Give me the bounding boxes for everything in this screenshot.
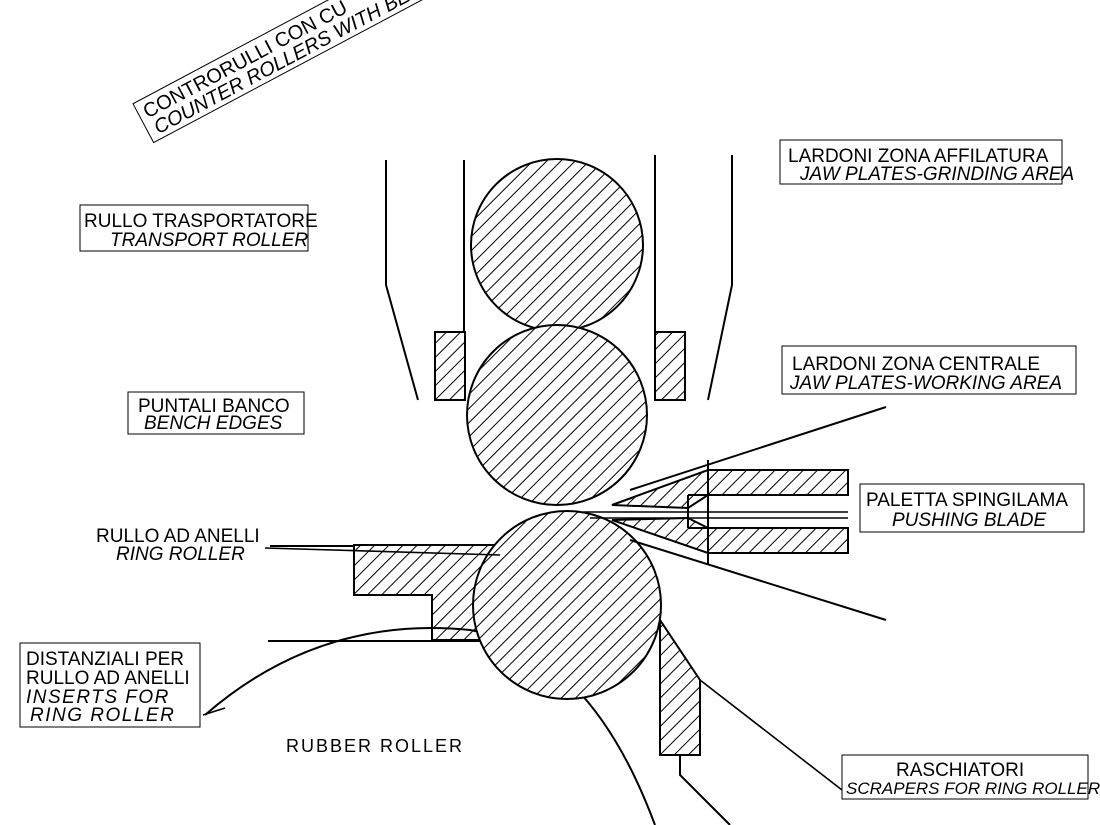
scraper — [659, 616, 701, 756]
jaw-working-upper-line — [629, 406, 887, 491]
jaw-grinding-it: LARDONI ZONA AFFILATURA — [788, 146, 1049, 167]
ring-roller-en: RING ROLLER — [116, 544, 245, 565]
left-bench-edge — [434, 331, 466, 401]
ring-roller — [472, 510, 662, 700]
inserts-leader — [202, 707, 226, 716]
right-jaw-plate — [707, 155, 733, 401]
left-jaw-plate — [385, 160, 419, 401]
bench-edges-it: PUNTALI BANCO — [138, 396, 290, 417]
counter-roller — [470, 158, 644, 332]
label-jaw-working: LARDONI ZONA CENTRALE JAW PLATES-WORKING… — [781, 345, 1077, 395]
inserts-it-2: RULLO AD ANELLI — [26, 668, 190, 689]
label-counter-rollers: CONTRORULLI CON CU COUNTER ROLLERS WITH … — [132, 0, 473, 144]
transport-roller-en: TRANSPORT ROLLER — [110, 230, 308, 251]
ring-roller-it: RULLO AD ANELLI — [96, 526, 260, 547]
inserts-it-1: DISTANZIALI PER — [26, 649, 184, 670]
pushing-blade-it: PALETTA SPINGILAMA — [866, 490, 1068, 511]
bench-edges-en: BENCH EDGES — [144, 413, 283, 434]
right-bench-edge — [654, 331, 686, 401]
machine-drawing — [202, 155, 887, 825]
scrapers-leader — [699, 679, 843, 791]
inserts-en-2: RING ROLLER — [30, 705, 175, 726]
label-scrapers: RASCHIATORI SCRAPERS FOR RING ROLLER — [841, 754, 1100, 800]
label-bench-edges: PUNTALI BANCO BENCH EDGES — [127, 391, 305, 435]
scrapers-it: RASCHIATORI — [896, 760, 1024, 781]
counter-rollers-it: CONTRORULLI CON CU — [140, 0, 351, 123]
jaw-working-en: JAW PLATES-WORKING AREA — [789, 373, 1062, 394]
label-pushing-blade: PALETTA SPINGILAMA PUSHING BLADE — [859, 483, 1085, 533]
jaw-working-lower-line — [629, 539, 887, 621]
label-inserts: DISTANZIALI PER RULLO AD ANELLI INSERTS … — [19, 642, 201, 728]
label-jaw-grinding: LARDONI ZONA AFFILATURA JAW PLATES-GRIND… — [779, 139, 1074, 185]
jaw-working-it: LARDONI ZONA CENTRALE — [792, 354, 1040, 375]
rubber-roller-arc — [204, 627, 656, 825]
label-transport-roller: RULLO TRASPORTATORE TRANSPORT ROLLER — [79, 204, 318, 252]
scrapers-en: SCRAPERS FOR RING ROLLER — [846, 779, 1100, 798]
ring-roller-leader — [264, 547, 501, 556]
scraper-arm — [679, 755, 731, 825]
pushing-blade-upper — [611, 469, 849, 510]
pushing-blade-en: PUSHING BLADE — [892, 510, 1046, 531]
label-ring-roller: RULLO AD ANELLI RING ROLLER — [96, 526, 260, 565]
transport-roller — [466, 324, 648, 506]
rubber-roller-label: RUBBER ROLLER — [286, 736, 464, 756]
jaw-grinding-en: JAW PLATES-GRINDING AREA — [799, 164, 1074, 185]
inserts-en-1: INSERTS FOR — [26, 687, 170, 708]
pushing-blade-lower — [611, 516, 849, 554]
transport-roller-it: RULLO TRASPORTATORE — [84, 211, 318, 232]
